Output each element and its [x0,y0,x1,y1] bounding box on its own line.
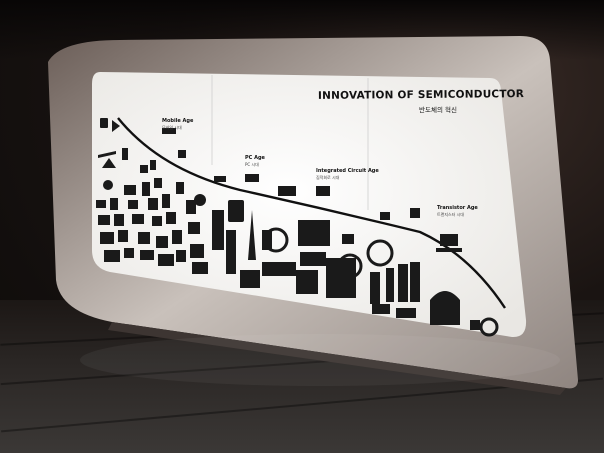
era-sublabel-transistor: 트랜지스터 시대 [437,212,465,217]
exhibit-subtitle: 반도체의 혁신 [419,106,457,114]
era-sublabel-pc: PC 시대 [245,162,259,167]
mobile-age-icons [96,118,208,274]
floor-reflection [80,334,560,386]
timeline-curve [117,117,507,309]
exhibit-title: INNOVATION OF SEMICONDUCTOR [317,88,525,102]
era-label-mobile: Mobile Age [162,118,194,124]
era-label-pc: PC Age [245,155,265,161]
era-sublabel-mobile: 모바일 시대 [162,125,182,130]
era-label-transistor: Transistor Age [437,205,478,211]
era-label-ic: Integrated Circuit Age [316,168,379,174]
transistor-age-icons [316,186,499,337]
era-sublabel-ic: 집적회로 시대 [316,175,340,180]
pc-age-icons [194,174,330,294]
kiosk-base-shadow [108,322,566,395]
